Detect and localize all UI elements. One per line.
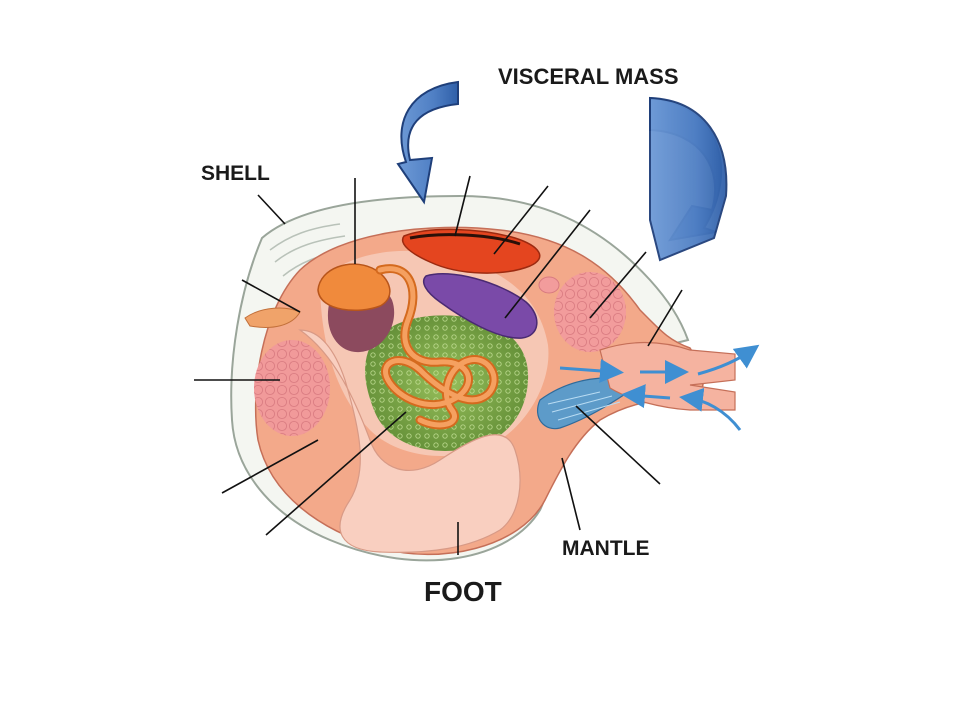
foot-label: FOOT <box>424 576 502 607</box>
shell-label: SHELL <box>201 162 270 185</box>
visceral-mass-label: VISCERAL MASS <box>498 64 679 89</box>
leader-lines <box>194 175 683 555</box>
kidney <box>422 272 538 339</box>
foot <box>298 329 521 553</box>
curved-arrow-icon <box>649 96 728 262</box>
water-flow-arrow-icon <box>559 344 760 431</box>
stomach <box>317 263 391 311</box>
mantle-label: MANTLE <box>562 537 650 560</box>
curved-arrow-icon <box>396 80 459 205</box>
